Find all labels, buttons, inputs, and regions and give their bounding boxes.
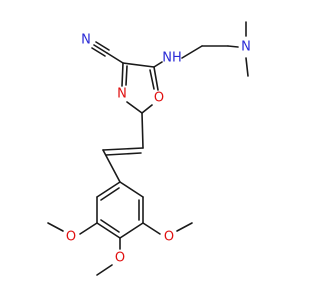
bond: [141, 112, 144, 149]
atom-label-nitrile-n: N: [81, 33, 91, 48]
atom-label-layer: N NH N N O O O O: [66, 33, 251, 266]
bond: [96, 222, 121, 239]
bond-double: [105, 152, 142, 156]
bond: [47, 222, 64, 232]
bond: [245, 57, 249, 77]
bond: [119, 222, 144, 239]
bond: [227, 45, 239, 48]
bond-nitrile-triple: [95, 41, 110, 51]
bond: [96, 181, 121, 198]
chemical-structure: N NH N N O O O O: [47, 21, 251, 276]
bond: [181, 45, 203, 59]
bond: [126, 101, 143, 114]
bond: [142, 222, 161, 235]
bond-double: [100, 219, 120, 233]
bond-double: [125, 65, 128, 86]
bond: [96, 264, 113, 276]
bond-double: [149, 69, 155, 90]
bond: [119, 181, 144, 198]
atom-label-ring-o: O: [154, 91, 164, 106]
bond: [153, 66, 159, 91]
atom-label-amine-nh: NH: [162, 51, 182, 66]
bond: [176, 222, 193, 232]
bond: [153, 61, 163, 68]
bond: [79, 222, 98, 235]
bond-double: [100, 187, 120, 201]
bond-nitrile-triple: [91, 47, 106, 57]
bond: [102, 149, 121, 183]
bond-layer: [47, 21, 249, 276]
bond: [106, 52, 124, 64]
atom-label-dimethyl-n: N: [241, 40, 251, 55]
bond: [122, 62, 155, 68]
bond-nitrile-triple: [93, 44, 108, 54]
bond: [102, 147, 144, 151]
atom-label-methoxy-o-left: O: [66, 230, 76, 245]
bond: [141, 104, 153, 114]
atom-label-ring-n: N: [117, 87, 127, 102]
atom-label-methoxy-o-right: O: [164, 230, 174, 245]
bond: [121, 62, 124, 87]
atom-label-methoxy-o-bottom: O: [115, 251, 125, 266]
